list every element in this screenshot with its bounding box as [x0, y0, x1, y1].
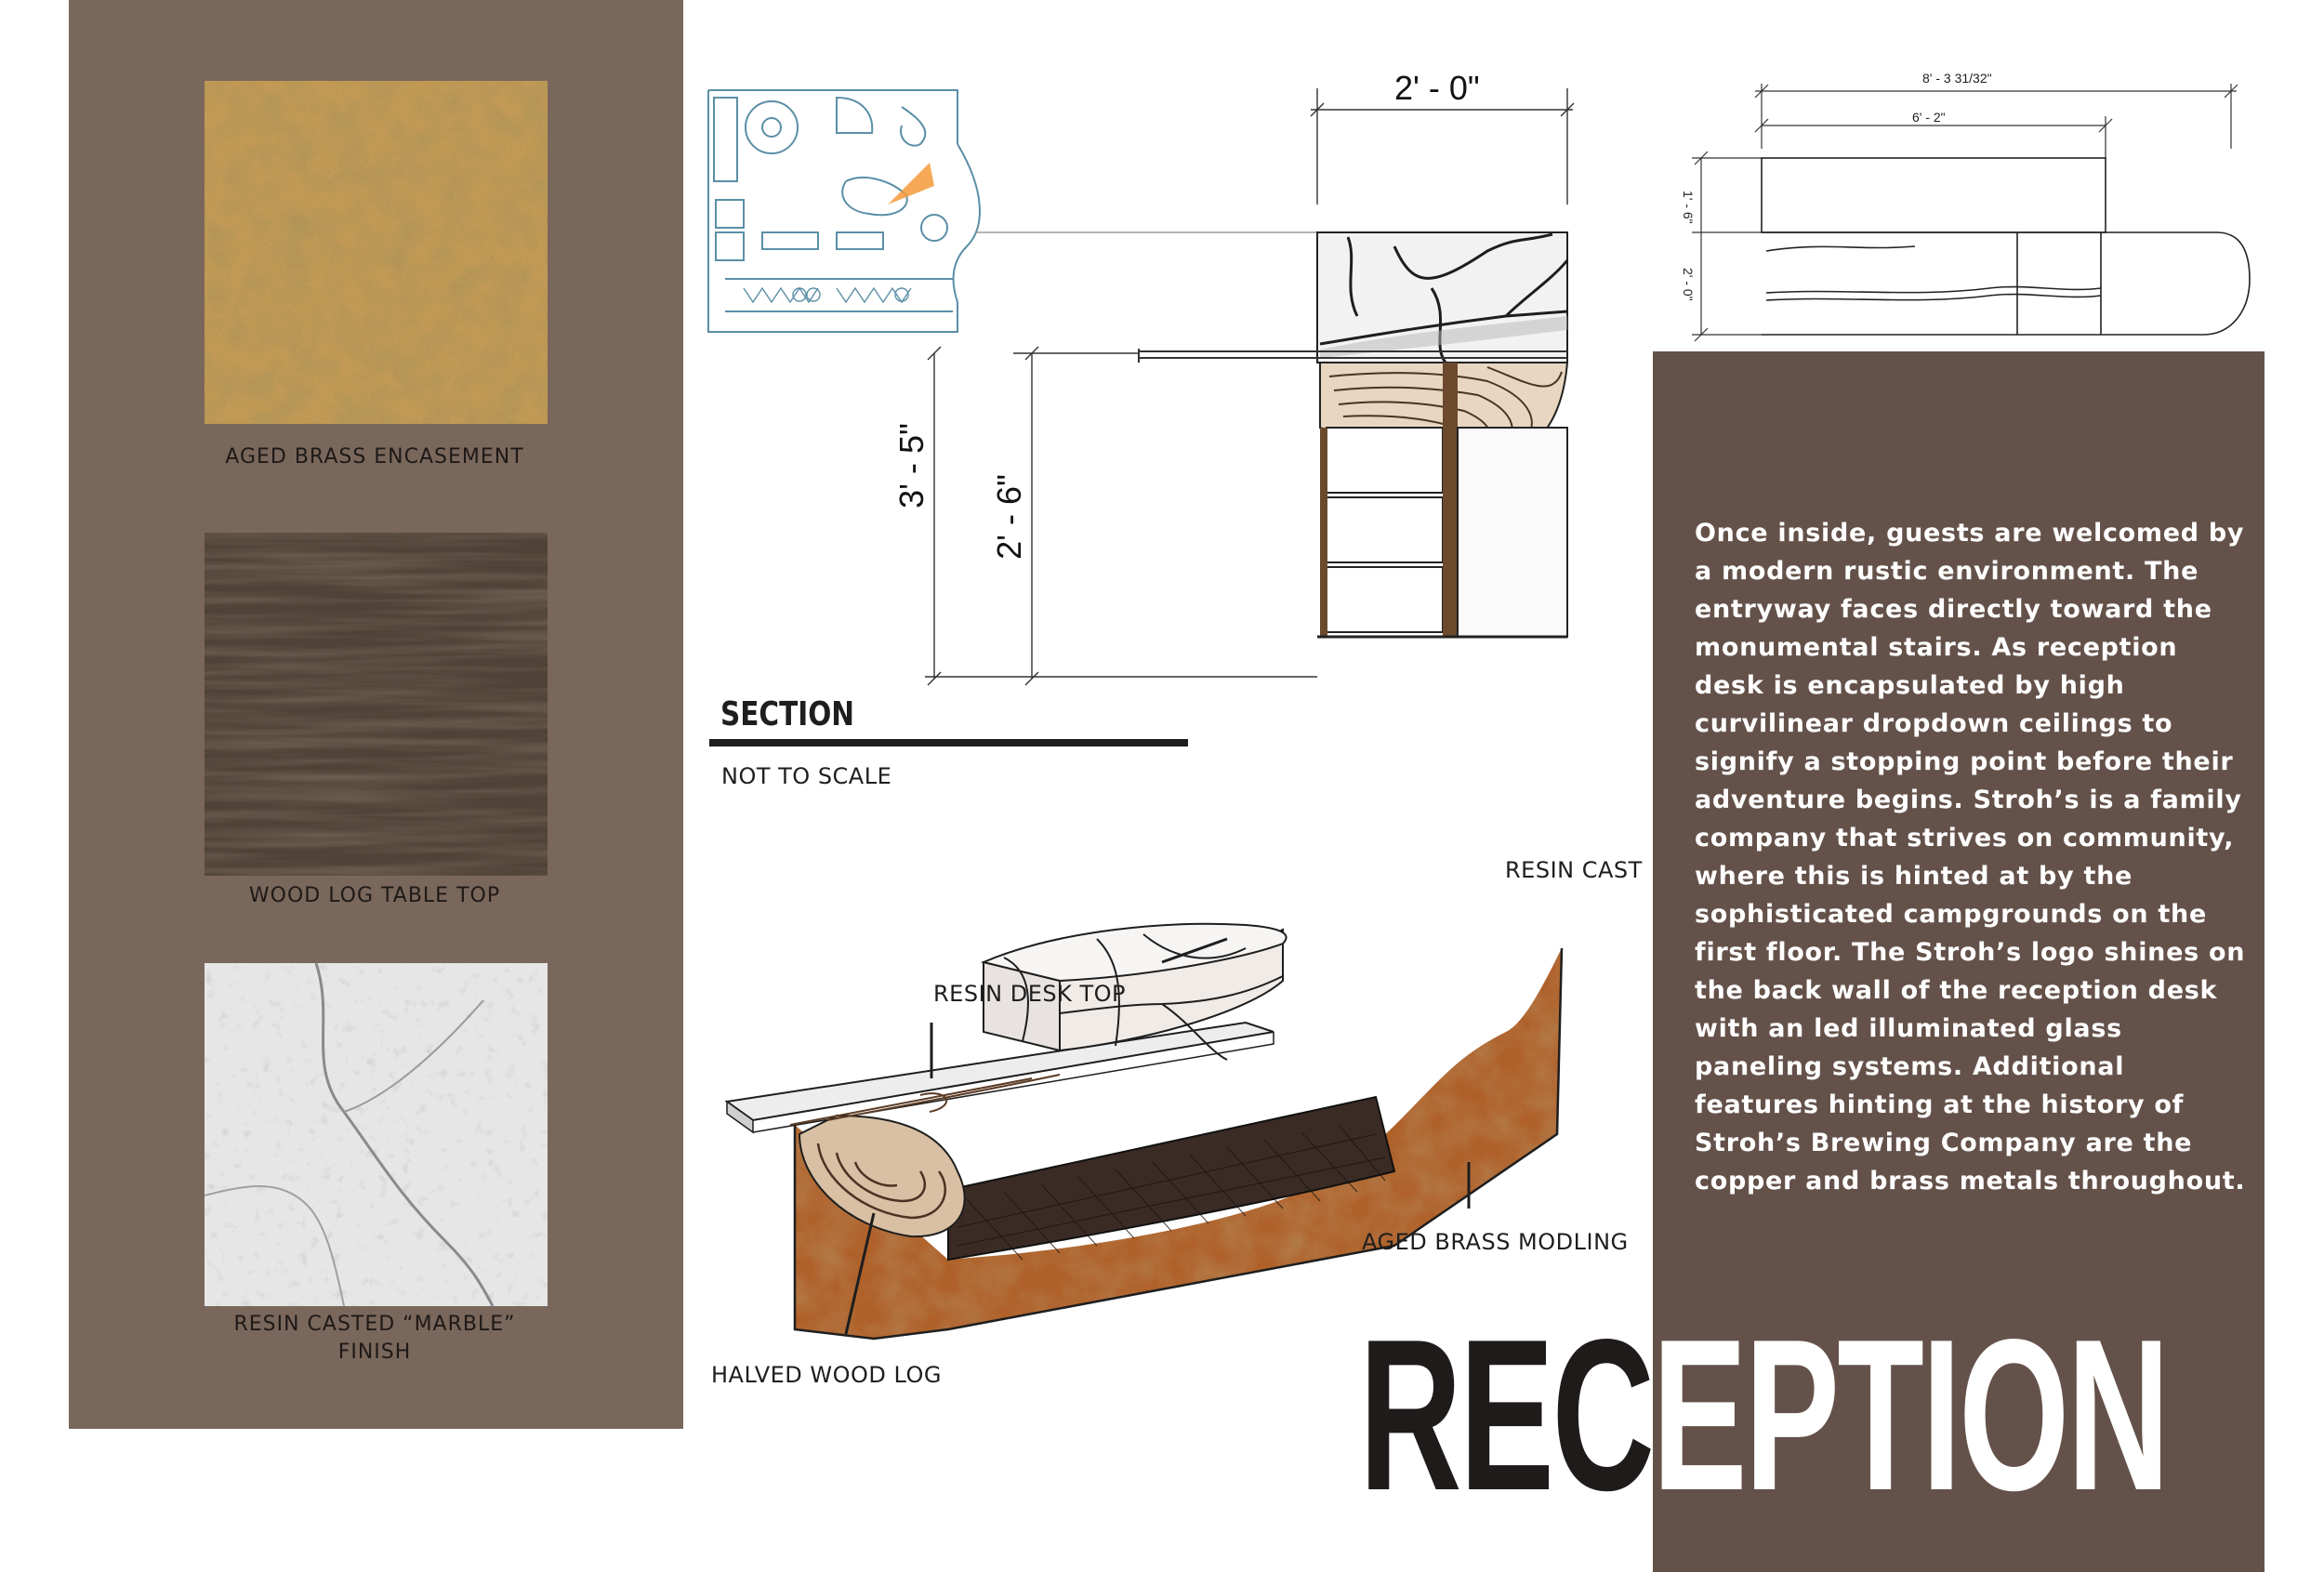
- description-panel: Once inside, guests are welcomed by a mo…: [1653, 351, 2265, 1572]
- material-label: RESIN CASTED “MARBLE” FINISH: [233, 1313, 516, 1364]
- material-label: AGED BRASS ENCASEMENT: [225, 445, 524, 469]
- section-title: SECTION: [720, 695, 855, 733]
- dimension-label: 3' - 5": [891, 423, 931, 509]
- plan-view-drawing: [1692, 84, 2251, 342]
- callout-halved-wood-log: HALVED WOOD LOG: [711, 1362, 943, 1388]
- title-dark-part: REC: [1359, 1318, 1655, 1513]
- material-label: WOOD LOG TABLE TOP: [248, 884, 501, 907]
- desk-perspective-rendering: [724, 922, 1564, 1341]
- aged-brass-texture: [205, 81, 548, 424]
- callout-resin-desk-top: RESIN DESK TOP: [933, 981, 1127, 1007]
- wood-log-texture: [205, 533, 548, 876]
- section-drawing: [925, 88, 1575, 686]
- callout-aged-brass-modling: AGED BRASS MODLING: [1362, 1229, 1629, 1255]
- dimension-label: 8' - 3 31/32": [1922, 71, 1992, 86]
- dimension-label: 2' - 6": [989, 474, 1028, 560]
- description-text: Once inside, guests are welcomed by a mo…: [1695, 519, 2246, 1196]
- scale-note: NOT TO SCALE: [721, 763, 892, 789]
- dimension-label: 2' - 0": [1681, 268, 1696, 301]
- section-underline: [709, 739, 1188, 746]
- page-title: RECEPTION: [1359, 1318, 2324, 1513]
- view-cone-icon: [888, 163, 934, 205]
- dimension-label: 2' - 0": [1394, 69, 1480, 107]
- title-light-part: EPTION: [1652, 1318, 2170, 1513]
- dimension-label: 1' - 6": [1681, 191, 1696, 224]
- callout-resin-cast: RESIN CAST: [1505, 857, 1643, 883]
- resin-marble-texture: [204, 962, 548, 1307]
- dimension-label: 6' - 2": [1912, 110, 1946, 125]
- materials-panel: AGED BRASS ENCASEMENT WOOD LOG TABLE TOP…: [69, 0, 683, 1429]
- floor-plan-thumbnail: [707, 89, 981, 333]
